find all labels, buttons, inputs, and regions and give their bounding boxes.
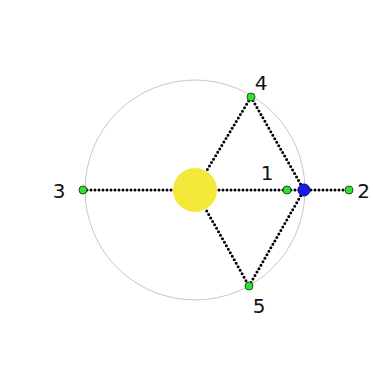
dotted-lines [83, 97, 349, 286]
callout-number: 5 [253, 296, 266, 316]
callout-number: 1 [261, 163, 274, 183]
sun [173, 168, 217, 212]
earth [298, 184, 310, 196]
callout-number: 4 [255, 73, 268, 93]
callout-number: 3 [53, 181, 66, 201]
lagrange-points [79, 93, 353, 290]
callout-number: 2 [357, 181, 370, 201]
